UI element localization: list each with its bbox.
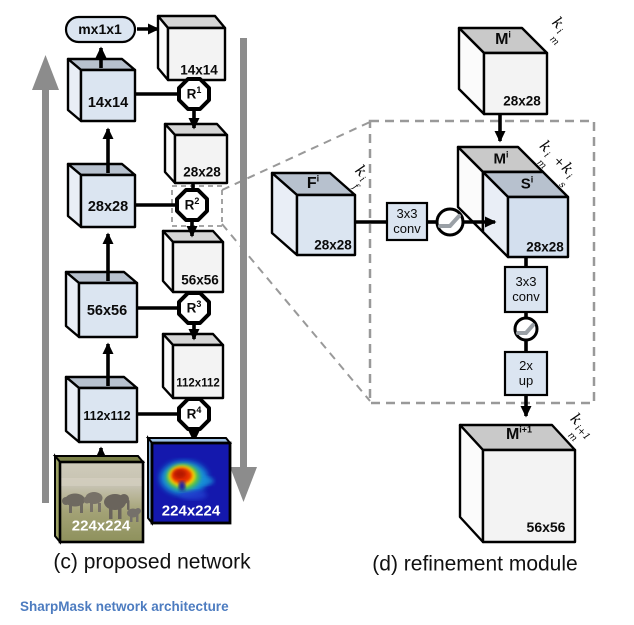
decoder-cube-28x28 xyxy=(163,122,229,185)
feature-cube-size: 28x28 xyxy=(314,237,352,253)
conv1-box xyxy=(385,201,429,242)
refine-node-R3 xyxy=(177,291,211,325)
input-image-label: 224x224 xyxy=(71,517,131,535)
downward-pass-arrow xyxy=(230,38,257,502)
mask-head-pill xyxy=(64,15,137,44)
input-image xyxy=(52,453,146,545)
connectors xyxy=(135,92,528,416)
concat-back-name: Mi xyxy=(493,149,509,168)
output-cube-size: 56x56 xyxy=(526,519,566,535)
elephant-silhouettes xyxy=(62,492,141,522)
mask-cube-name: Mi xyxy=(495,29,511,48)
encoder-cube-56x56 xyxy=(64,270,139,339)
predicted-mask-image xyxy=(145,435,233,526)
decoder-cube-56x56 xyxy=(161,229,225,294)
conv2-box xyxy=(503,265,549,314)
refine-node-R4 xyxy=(177,397,211,431)
encoder-cube-14x14 xyxy=(66,57,137,123)
encoder-label-28x28: 28x28 xyxy=(87,198,129,215)
upward-pass-arrow xyxy=(32,55,59,503)
mask-cube-Mi xyxy=(457,26,549,116)
decoder-label-14x14: 14x14 xyxy=(180,62,218,78)
concat-cube-size: 28x28 xyxy=(526,239,564,255)
decoder-label-28x28: 28x28 xyxy=(183,164,221,180)
refinement-zoom-dashed-links xyxy=(171,119,596,405)
panel-d-caption: (d) refinement module xyxy=(372,552,578,576)
concat-cube-Mi-Si xyxy=(456,145,570,259)
refine-label-R3: R3 xyxy=(186,298,202,316)
panel-c-caption: (c) proposed network xyxy=(53,550,251,574)
refine-label-R1: R1 xyxy=(186,84,202,102)
encoder-cube-112x112 xyxy=(64,375,139,444)
decoder-cube-14x14 xyxy=(156,14,227,82)
output-image-label: 224x224 xyxy=(161,502,221,520)
encoder-label-56x56: 56x56 xyxy=(86,302,128,319)
output-cube-name: Mi+1 xyxy=(505,424,533,443)
mask-cube-size: 28x28 xyxy=(503,93,541,109)
encoder-label-14x14: 14x14 xyxy=(87,94,129,111)
pill-label: mx1x1 xyxy=(78,21,122,37)
refinement-module-dashed-box xyxy=(368,119,596,405)
refine-node-R2 xyxy=(175,188,209,222)
decoder-label-56x56: 56x56 xyxy=(181,272,219,288)
refine-node-R1 xyxy=(177,77,211,111)
relu-icon xyxy=(435,207,465,237)
relu-icon xyxy=(513,316,539,342)
refine-label-R4: R4 xyxy=(186,404,202,422)
flow-arrows xyxy=(95,23,532,460)
feature-cube-name: Fi xyxy=(306,173,320,192)
encoder-label-112x112: 112x112 xyxy=(83,408,131,423)
output-cube-Mi1 xyxy=(458,423,577,544)
feature-cube-Fi xyxy=(270,171,357,257)
decoder-label-112x112: 112x112 xyxy=(176,377,220,390)
upsample-box xyxy=(503,350,549,397)
refine-label-R2: R2 xyxy=(184,195,200,213)
figure-title: SharpMask network architecture xyxy=(20,599,229,614)
encoder-cube-28x28 xyxy=(66,162,137,229)
concat-front-name: Si xyxy=(520,174,534,193)
